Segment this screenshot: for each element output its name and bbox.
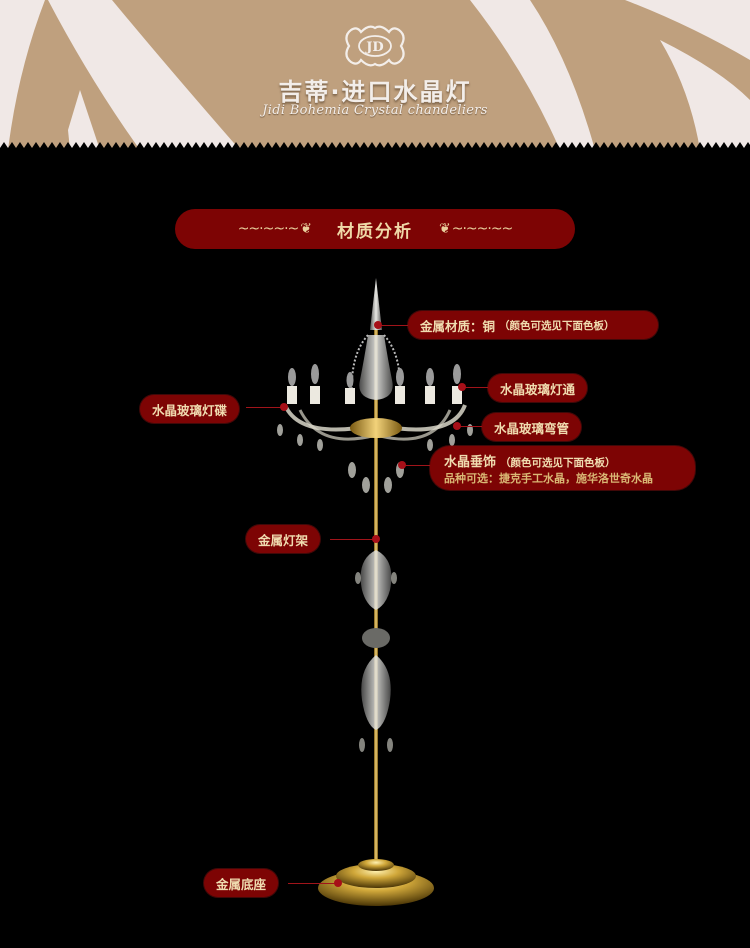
swirl-right-icon: ❦ xyxy=(439,221,451,237)
ornament-left-icon: ~~·~~·~ xyxy=(237,221,300,237)
header-banner: JD 吉蒂·进口水晶灯 Jidi Bohemia Crystal chandel… xyxy=(0,0,750,160)
callout-label: 水晶玻璃弯管 xyxy=(494,420,570,436)
callout-note: （颜色可选见下面色板） xyxy=(499,319,615,332)
callout-label: 水晶玻璃灯碟 xyxy=(152,402,228,418)
leader-line xyxy=(462,387,490,388)
zigzag-edge xyxy=(0,142,750,160)
brand-name-en: Jidi Bohemia Crystal chandeliers xyxy=(262,103,488,118)
leader-line xyxy=(378,325,408,326)
callout-label: 水晶玻璃灯通 xyxy=(500,381,576,397)
leader-line xyxy=(288,883,338,884)
decorative-stripes xyxy=(0,0,750,150)
callout-label: 金属灯架 xyxy=(258,532,309,548)
callout-label: 金属材质：铜 xyxy=(420,318,496,334)
callout-label: 金属底座 xyxy=(216,876,267,892)
leader-line xyxy=(457,426,485,427)
leader-line xyxy=(246,407,284,408)
ornament-right-icon: ~·~~·~~ xyxy=(451,221,514,237)
callout-dot xyxy=(453,422,461,430)
callout-crystal-glass-dish: 水晶玻璃灯碟 xyxy=(140,395,240,423)
section-title: 材质分析 xyxy=(337,221,413,242)
callout-crystal-pendant: 水晶垂饰（颜色可选见下面色板） 品种可选：捷克手工水晶，施华洛世奇水晶 xyxy=(430,446,695,490)
callout-dot xyxy=(374,321,382,329)
callout-sub-note: 品种可选：捷克手工水晶，施华洛世奇水晶 xyxy=(444,471,653,485)
callout-metal-frame: 金属灯架 xyxy=(246,525,321,553)
callout-label: 水晶垂饰 xyxy=(444,454,497,470)
section-title-pill: ~~·~~·~ ❦ 材质分析 ❦ ~·~~·~~ xyxy=(175,209,575,249)
logo-monogram: JD xyxy=(365,40,383,55)
leader-line xyxy=(330,539,376,540)
leader-line xyxy=(402,465,432,466)
callout-dot xyxy=(334,879,342,887)
brand-name-cn: 吉蒂·进口水晶灯 xyxy=(278,78,472,106)
callout-metal-material: 金属材质：铜 （颜色可选见下面色板） xyxy=(408,311,658,339)
callout-dot xyxy=(280,403,288,411)
callout-dot xyxy=(398,461,406,469)
callout-dot xyxy=(372,535,380,543)
callout-crystal-glass-arm: 水晶玻璃弯管 xyxy=(482,413,582,441)
brand-logo-icon: JD xyxy=(345,25,405,67)
swirl-left-icon: ❦ xyxy=(300,221,312,237)
callout-note: （颜色可选见下面色板） xyxy=(500,456,616,469)
callout-metal-base: 金属底座 xyxy=(204,869,279,897)
callout-crystal-glass-tube: 水晶玻璃灯通 xyxy=(488,374,588,402)
callout-dot xyxy=(458,383,466,391)
